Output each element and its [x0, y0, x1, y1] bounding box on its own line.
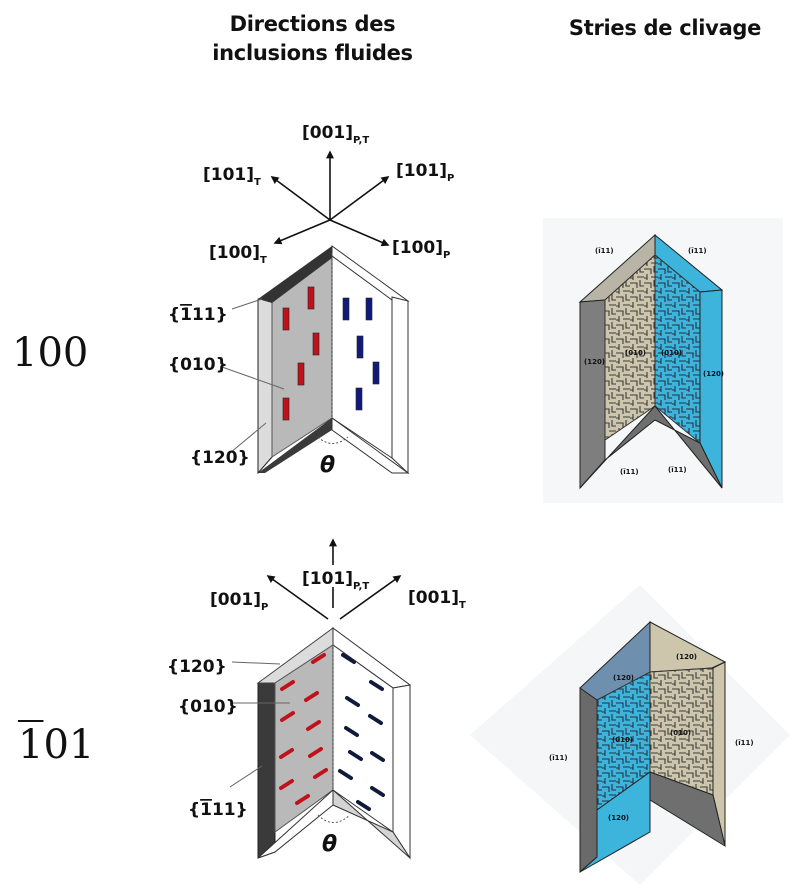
- dir-label-100-P: [100]P: [392, 238, 450, 261]
- inclusions-right-row2: [338, 653, 385, 811]
- row-label-100: 100: [12, 330, 88, 376]
- dir-label-001-PT: [001]P,T: [302, 123, 369, 146]
- cleavage-label: (ī11): [549, 754, 568, 762]
- direction-axes-row2: [101]P,T [001]P [001]T: [210, 538, 466, 620]
- face-label-010-row1: {010}: [168, 355, 228, 375]
- inclusions-left-row1: [282, 286, 320, 421]
- cleavage-label: (120): [584, 358, 605, 366]
- arrow-100-T: [273, 219, 331, 245]
- arrow-100-P: [329, 219, 390, 247]
- cleavage-label: (ī11): [688, 247, 707, 255]
- cleavage-label: (010): [612, 736, 633, 744]
- arrow-001-T: [339, 575, 402, 620]
- header-line-1: Directions des: [229, 12, 396, 36]
- row-label-text: 100: [12, 330, 89, 376]
- cleavage-label: (120): [703, 370, 724, 378]
- cleavage-label: (010): [625, 349, 646, 357]
- arrow-101-P: [329, 176, 390, 221]
- header-fluid-inclusion-directions: Directions des inclusions fluides: [195, 10, 430, 68]
- inclusions-left-row2: [279, 653, 328, 805]
- arrow-101-T: [270, 176, 331, 221]
- cleavage-label: (120): [608, 814, 629, 822]
- dir-label-101-P: [101]P: [396, 161, 454, 184]
- row-label-overline-part: 1: [18, 722, 44, 768]
- inclusions-right-row1: [342, 297, 380, 411]
- cleavage-label: (ī11): [620, 468, 639, 476]
- direction-axes-row1: [001]P,T [101]T [101]P [100]T [100]P: [203, 123, 454, 266]
- cleavage-label: (ī11): [735, 739, 754, 747]
- face-label-120-row1: {120}: [190, 448, 250, 468]
- dir-label-001-P: [001]P: [210, 590, 268, 613]
- cleavage-label: (010): [661, 349, 682, 357]
- crystal-row2: θ {120} {010} {111}: [167, 627, 412, 860]
- cleavage-label: (ī11): [595, 247, 614, 255]
- dir-label-101-PT: [101]P,T: [302, 569, 369, 592]
- header-line-2: inclusions fluides: [212, 41, 413, 65]
- crystal-row1: θ {111} {010} {120}: [168, 245, 410, 478]
- theta-angle-row1: θ: [320, 453, 335, 478]
- header-cleavage-striations: Stries de clivage: [568, 16, 762, 40]
- dir-label-100-T: [100]T: [209, 243, 267, 266]
- arrow-001-P: [266, 575, 329, 620]
- theta-angle-row2: θ: [322, 832, 337, 857]
- cleavage-label: (120): [676, 653, 697, 661]
- dir-label-001-T: [001]T: [408, 588, 466, 611]
- face-label-010-row2: {010}: [178, 697, 238, 717]
- cleavage-label: (ī11): [668, 466, 687, 474]
- row-label-text: 01: [43, 722, 95, 768]
- face-label-bar111-row1: {111}: [168, 305, 228, 325]
- face-label-120-row2: {120}: [167, 657, 227, 677]
- cleavage-label: (010): [670, 729, 691, 737]
- face-label-bar111-row2: {111}: [188, 800, 248, 820]
- cleavage-image-row1: (ī11) (ī11) (010) (010) (120) (120) (ī11…: [543, 218, 783, 503]
- cleavage-label: (120): [613, 674, 634, 682]
- row-label-bar101: 101: [18, 722, 94, 768]
- dir-label-101-T: [101]T: [203, 165, 261, 188]
- cleavage-image-row2: (120) (120) (010) (010) (ī11) (ī11) (120…: [470, 585, 790, 885]
